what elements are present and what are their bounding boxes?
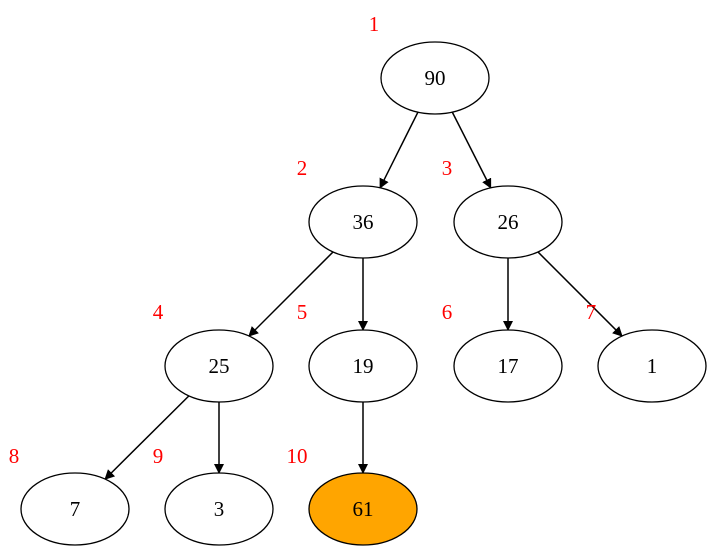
edge-26-to-1 bbox=[537, 251, 623, 337]
node-value: 25 bbox=[209, 354, 230, 378]
edge-36-to-25 bbox=[248, 251, 334, 337]
edges-layer bbox=[104, 111, 623, 480]
node-value: 7 bbox=[70, 497, 81, 521]
index-labels-layer: 1 2 3 4 5 6 7 8 9 10 bbox=[9, 12, 597, 468]
edge-90-to-36 bbox=[379, 111, 419, 189]
node-index-label: 6 bbox=[442, 300, 453, 324]
node-ellipse bbox=[20, 472, 130, 546]
node-index-label: 7 bbox=[586, 300, 597, 324]
node-value: 19 bbox=[353, 354, 374, 378]
node-ellipse bbox=[453, 185, 563, 259]
node-ellipse bbox=[453, 329, 563, 403]
node-value: 90 bbox=[425, 66, 446, 90]
tree-node-25: 25 bbox=[164, 329, 274, 403]
node-value: 17 bbox=[498, 354, 519, 378]
edge-90-to-26 bbox=[451, 111, 492, 189]
node-index-label: 2 bbox=[297, 156, 308, 180]
node-ellipse bbox=[380, 41, 490, 115]
tree-node-19: 19 bbox=[308, 329, 418, 403]
node-ellipse bbox=[164, 472, 274, 546]
node-ellipse bbox=[164, 329, 274, 403]
node-ellipse bbox=[597, 329, 707, 403]
node-value: 61 bbox=[353, 497, 374, 521]
node-value: 3 bbox=[214, 497, 225, 521]
node-index-label: 8 bbox=[9, 444, 20, 468]
node-value: 1 bbox=[647, 354, 658, 378]
node-index-label: 5 bbox=[297, 300, 308, 324]
node-value: 36 bbox=[353, 210, 374, 234]
tree-node-1: 1 bbox=[597, 329, 707, 403]
tree-node-36: 36 bbox=[308, 185, 418, 259]
node-index-label: 4 bbox=[153, 300, 164, 324]
node-ellipse bbox=[308, 329, 418, 403]
node-ellipse bbox=[308, 185, 418, 259]
node-index-label: 1 bbox=[369, 12, 380, 36]
node-value: 26 bbox=[498, 210, 519, 234]
highlighted-node-ellipse bbox=[308, 472, 418, 546]
tree-node-26: 26 bbox=[453, 185, 563, 259]
tree-node-3: 3 bbox=[164, 472, 274, 546]
tree-node-61: 61 bbox=[308, 472, 418, 546]
node-index-label: 9 bbox=[153, 444, 164, 468]
tree-node-17: 17 bbox=[453, 329, 563, 403]
tree-node-7: 7 bbox=[20, 472, 130, 546]
tree-node-90: 90 bbox=[380, 41, 490, 115]
edge-25-to-7 bbox=[104, 395, 190, 480]
node-index-label: 3 bbox=[442, 156, 453, 180]
node-index-label: 10 bbox=[287, 444, 308, 468]
